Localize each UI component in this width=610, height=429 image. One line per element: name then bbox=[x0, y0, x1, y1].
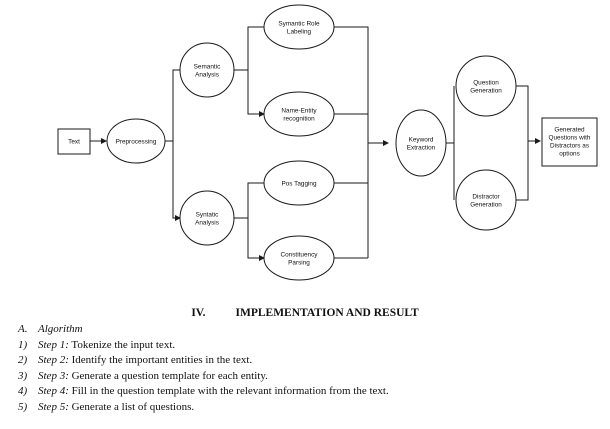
algorithm-step: 1) Step 1: Tokenize the input text. bbox=[18, 338, 389, 354]
node-label-line: Questions with bbox=[549, 134, 591, 141]
step-name: Step 3: bbox=[38, 369, 69, 382]
step-name: Step 1: bbox=[38, 338, 69, 351]
section-title: IMPLEMENTATION AND RESULT bbox=[235, 307, 419, 319]
node-pos-label: Pos Tagging bbox=[281, 180, 317, 187]
node-text-label: Text bbox=[68, 138, 80, 145]
step-number: 5) bbox=[18, 400, 28, 413]
algorithm-step: 2) Step 2: Identify the important entitie… bbox=[18, 353, 389, 369]
node-pos-tagging: Pos Tagging bbox=[263, 160, 335, 206]
step-number: 1) bbox=[18, 338, 28, 351]
step-name: Step 2: bbox=[38, 354, 69, 366]
node-preprocessing: Preprocessing bbox=[106, 118, 166, 164]
node-label-line: Name-Entity bbox=[281, 107, 317, 114]
edge-semantic-branch bbox=[234, 26, 264, 114]
section-heading: IV. IMPLEMENTATION AND RESULT bbox=[0, 307, 610, 319]
algorithm-heading: A. Algorithm bbox=[18, 322, 389, 338]
node-label-line: Generation bbox=[470, 201, 502, 208]
node-label-line: Preprocessing bbox=[116, 138, 157, 145]
step-text: Generate a list of questions. bbox=[71, 400, 195, 413]
node-label-line: Analysis bbox=[195, 219, 219, 226]
node-label-line: options bbox=[559, 150, 580, 157]
step-number: 3) bbox=[18, 369, 28, 382]
algorithm-step: 4) Step 4: Fill in the question template … bbox=[18, 384, 389, 400]
step-text: Identify the important entities in the t… bbox=[71, 354, 253, 366]
edge-merge-keyword bbox=[334, 26, 388, 259]
step-name: Step 4: bbox=[38, 385, 69, 397]
node-label-line: Text bbox=[68, 138, 80, 145]
edge-syntactic-branch bbox=[234, 182, 264, 258]
algorithm-block: A. Algorithm 1) Step 1: Tokenize the input… bbox=[18, 322, 389, 415]
flow-edges bbox=[90, 26, 540, 259]
step-name: Step 5: bbox=[38, 400, 69, 413]
node-label-line: Question bbox=[473, 79, 499, 86]
node-label-line: Semantic bbox=[194, 63, 221, 70]
step-text: Generate a question template for each en… bbox=[71, 369, 268, 382]
section-number: IV. bbox=[191, 307, 206, 319]
node-label-line: Pos Tagging bbox=[281, 180, 317, 187]
step-number: 4) bbox=[18, 385, 28, 397]
step-number: 2) bbox=[18, 354, 28, 366]
node-label-line: Analysis bbox=[195, 71, 219, 78]
node-label-line: Distractor bbox=[472, 193, 500, 200]
node-label-line: Keyword bbox=[409, 136, 434, 143]
algorithm-step: 3) Step 3: Generate a question template f… bbox=[18, 369, 389, 385]
algorithm-step: 5) Step 5: Generate a list of questions. bbox=[18, 400, 389, 416]
node-label-line: Extraction bbox=[407, 144, 436, 151]
algorithm-title: Algorithm bbox=[38, 323, 83, 335]
node-label-line: Syntatic bbox=[196, 211, 220, 218]
node-label-line: Labeling bbox=[287, 28, 312, 35]
node-label-line: Symantic Role bbox=[278, 20, 320, 27]
step-text: Tokenize the input text. bbox=[71, 338, 176, 351]
step-text: Fill in the question template with the r… bbox=[71, 385, 389, 397]
node-text: Text bbox=[57, 128, 91, 155]
node-label-line: recognition bbox=[283, 115, 315, 122]
node-label-line: Constituency bbox=[281, 251, 319, 258]
node-label-line: Parsing bbox=[288, 259, 310, 266]
node-label-line: Generated bbox=[554, 126, 585, 133]
edge-preprocessing-branch bbox=[165, 69, 180, 218]
node-label-line: Distractors as bbox=[550, 142, 589, 149]
algorithm-label: A. bbox=[18, 323, 28, 335]
node-label-line: Generation bbox=[470, 87, 502, 94]
node-preprocessing-label: Preprocessing bbox=[116, 138, 157, 145]
edge-question-output bbox=[516, 85, 540, 201]
edge-keyword-branch bbox=[446, 86, 455, 200]
